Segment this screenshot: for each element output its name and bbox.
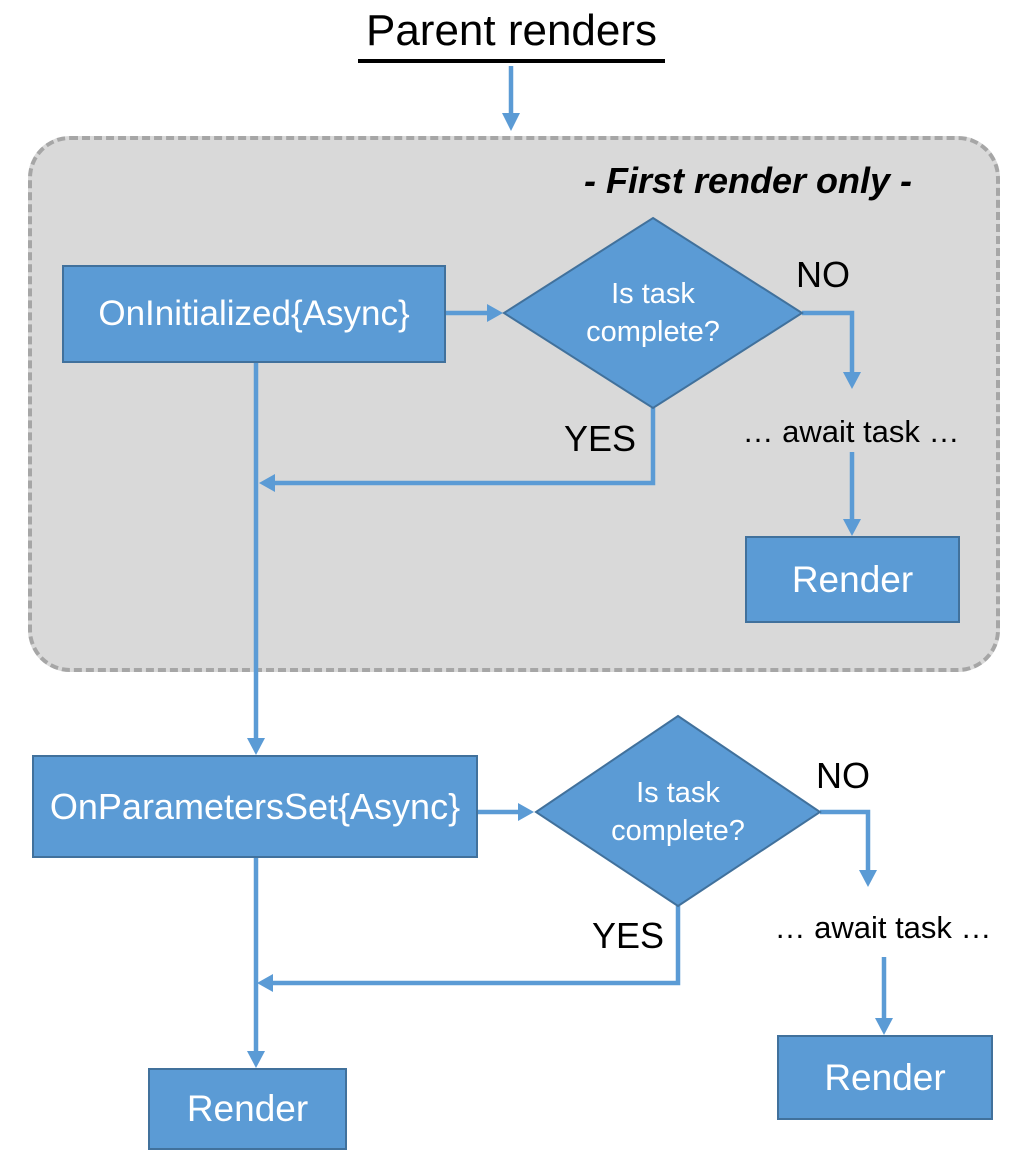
page-title-row: Parent renders	[0, 6, 1023, 63]
label-yes-2: YES	[591, 915, 665, 956]
arrowhead-decision2-yes	[257, 974, 273, 992]
arrowhead-init-to-params	[247, 738, 265, 755]
node-oninitialized: OnInitialized{Async}	[62, 265, 446, 363]
decision-2-label: Is task complete?	[611, 777, 745, 848]
node-render-no-branch: Render	[777, 1035, 993, 1120]
decision-1-label: Is task complete?	[586, 278, 720, 349]
note-await-task-1: … await task …	[742, 414, 960, 449]
node-render-first: Render	[745, 536, 960, 623]
page-title: Parent renders	[357, 6, 666, 63]
arrowhead-parent-to-group	[502, 113, 520, 131]
arrowhead-await2-to-render2	[875, 1018, 893, 1035]
first-render-group-label: - First render only -	[583, 160, 913, 201]
arrowhead-params-to-decision2	[518, 803, 534, 821]
node-onparametersset: OnParametersSet{Async}	[32, 755, 478, 858]
node-render-yes-branch: Render	[148, 1068, 347, 1150]
note-await-task-2: … await task …	[774, 910, 992, 945]
label-no-2: NO	[816, 755, 870, 796]
arrowhead-params-to-render3	[247, 1051, 265, 1068]
label-yes-1: YES	[563, 418, 637, 459]
label-no-1: NO	[796, 254, 850, 295]
arrowhead-decision2-no	[859, 870, 877, 887]
connector-decision2-no	[820, 809, 871, 870]
